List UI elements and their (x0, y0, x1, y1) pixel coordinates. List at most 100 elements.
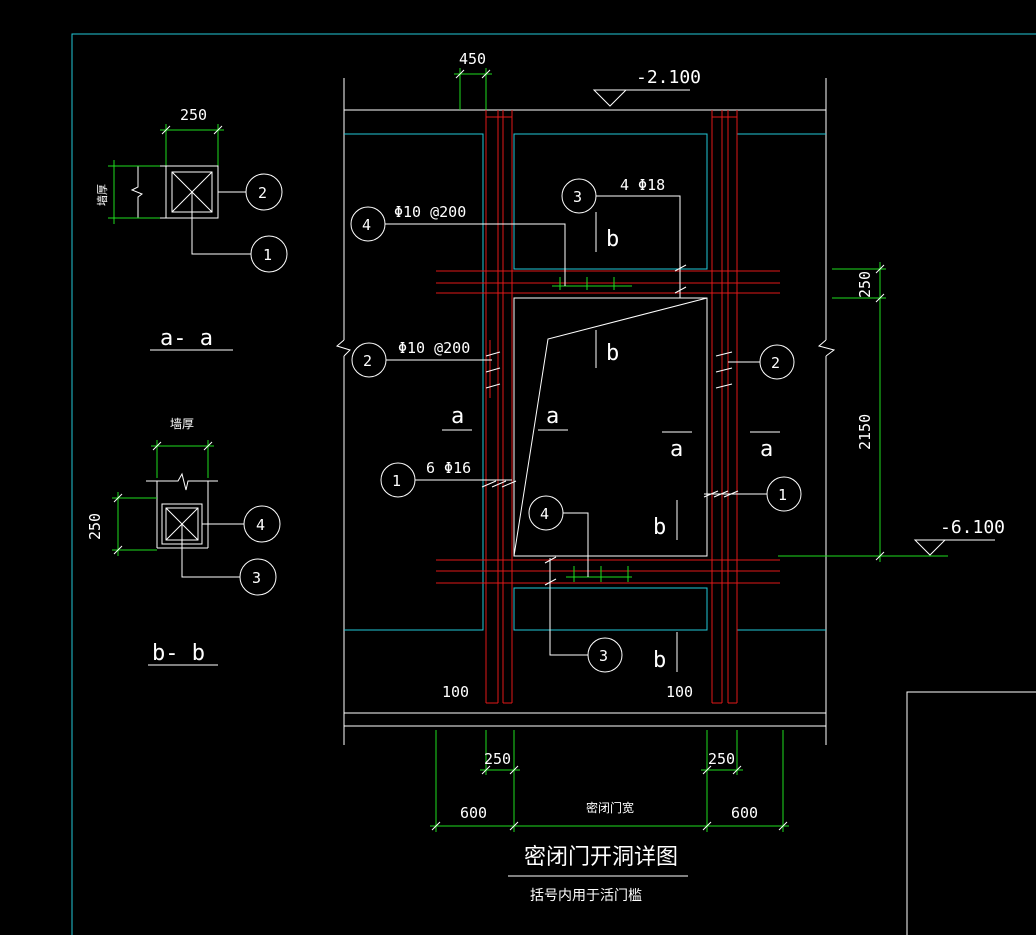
section-a-label: a (546, 404, 559, 429)
dim-tick (481, 765, 491, 775)
cover-100-left: 100 (442, 683, 469, 701)
dim-tick (875, 293, 885, 303)
wall-panel-top (513, 133, 708, 270)
dim-250-right: 250 (856, 271, 874, 298)
callout-2-left-num: 2 (363, 352, 372, 370)
leader (181, 524, 240, 578)
section-bb-title: b- b (152, 641, 205, 666)
rebar-4phi18: 4 Φ18 (620, 176, 665, 194)
dim-tick (509, 765, 519, 775)
callout-4-lower-num: 4 (540, 505, 549, 523)
tick (485, 367, 501, 373)
break-mark-left (335, 339, 351, 357)
elevation-triangle (913, 539, 947, 556)
section-a-label: a (670, 437, 683, 462)
drawing-subtitle: 括号内用于活门槛 (530, 888, 642, 904)
callout-3-top-num: 3 (573, 188, 582, 206)
dim-tick (481, 69, 491, 79)
dim-tick (875, 551, 885, 561)
bb-callout-4-num: 4 (256, 516, 265, 534)
section-a-label: a (451, 404, 464, 429)
bb-callout-3-num: 3 (252, 569, 261, 587)
wall-panel-left (344, 133, 484, 631)
callout-2-right-num: 2 (771, 354, 780, 372)
section-b-label: b (653, 515, 666, 540)
section-bb: 墙厚 250 4 3 b- b (86, 417, 281, 666)
title-block-frame (906, 691, 1036, 935)
door-leaf-outline (513, 297, 708, 557)
dim-450: 450 (459, 50, 486, 68)
dim-tick (702, 765, 712, 775)
tick (674, 286, 687, 294)
dim-tick (455, 69, 465, 79)
bb-dim-250: 250 (86, 513, 104, 540)
aa-dim-250: 250 (180, 106, 207, 124)
elevation-mark-top: -2.100 (592, 67, 701, 107)
dim-250-bottom-right: 250 (708, 750, 735, 768)
dim-top-450: 450 (454, 50, 492, 110)
tick (544, 556, 557, 564)
section-aa: 250 墙厚 2 1 a- a (95, 106, 288, 351)
dim-2150: 2150 (856, 414, 874, 450)
section-b-label: b (606, 341, 619, 366)
callout-4-top-num: 4 (362, 216, 371, 234)
dim-tick (203, 441, 213, 451)
dim-tick (778, 821, 788, 831)
wall-panel-bottom (513, 587, 708, 631)
dim-600-right: 600 (731, 804, 758, 822)
dim-600-left: 600 (460, 804, 487, 822)
dim-tick (113, 545, 123, 555)
leader (563, 512, 589, 577)
main-elevation (335, 78, 836, 745)
dim-tick (732, 765, 742, 775)
section-a-label: a (760, 437, 773, 462)
callout-1-left-num: 1 (392, 472, 401, 490)
callouts: 3 4 Φ18 4 Φ10 @200 2 Φ10 @200 2 1 6 Φ16 … (350, 176, 802, 673)
aa-callout-1-num: 1 (263, 246, 272, 264)
dim-door-width: 密闭门宽 (586, 800, 634, 815)
tick (715, 351, 733, 357)
leader (191, 192, 251, 255)
dim-tick (161, 125, 171, 135)
leader (596, 195, 681, 298)
dim-tick (702, 821, 712, 831)
dim-250-bottom-left: 250 (484, 750, 511, 768)
dim-bottom: 250 250 600 密闭门宽 600 100 100 (430, 683, 789, 832)
dim-tick (152, 441, 162, 451)
section-marks: b b b b a a a a (442, 212, 780, 673)
rebar-6phi16: 6 Φ16 (426, 459, 471, 477)
drawing-title: 密闭门开洞详图 (524, 845, 678, 870)
tick (485, 383, 501, 389)
aa-callout-2-num: 2 (258, 184, 267, 202)
cover-100-right: 100 (666, 683, 693, 701)
break-mark-right (817, 339, 836, 357)
elevation-triangle (592, 89, 628, 107)
section-b-label: b (653, 648, 666, 673)
rebar-phi10-200-top: Φ10 @200 (394, 203, 466, 221)
leader (549, 558, 588, 656)
tick (715, 383, 733, 389)
tick (544, 578, 557, 586)
elevation-top-label: -2.100 (636, 67, 701, 88)
door-opening (513, 297, 708, 557)
elevation-mark-bottom: -6.100 (778, 517, 1005, 557)
callout-3-lower-num: 3 (599, 647, 608, 665)
tick (674, 264, 687, 272)
break-mark (130, 166, 144, 218)
elevation-bottom-label: -6.100 (940, 517, 1005, 538)
drawing-title-block: 密闭门开洞详图 括号内用于活门槛 (508, 845, 688, 904)
aa-wall-thickness: 墙厚 (95, 184, 109, 206)
rebar-phi10-200-side: Φ10 @200 (398, 339, 470, 357)
leader (385, 223, 566, 286)
tick (485, 351, 501, 357)
callout-1-right-num: 1 (778, 486, 787, 504)
break-mark (146, 472, 218, 491)
dim-tick (113, 493, 123, 503)
tick (715, 367, 733, 373)
tick (501, 480, 517, 488)
dim-tick (509, 821, 519, 831)
tick (491, 480, 507, 488)
dim-tick (431, 821, 441, 831)
dim-tick (213, 125, 223, 135)
